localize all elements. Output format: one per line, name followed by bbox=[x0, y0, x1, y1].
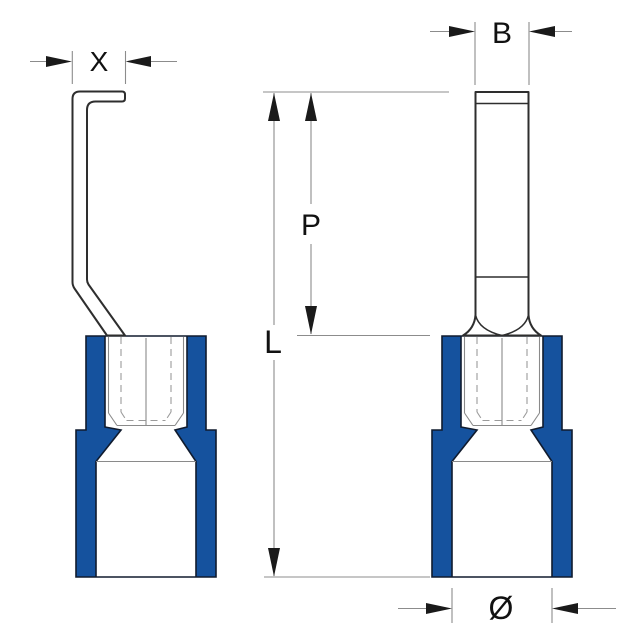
dimension-diameter: Ø bbox=[398, 588, 616, 626]
arrowhead-left-icon bbox=[125, 56, 151, 67]
arrowhead-down-icon bbox=[268, 548, 280, 577]
hook-blade bbox=[71, 90, 126, 337]
wire-bore-dashed-right bbox=[476, 337, 528, 422]
hook-blade-terminal-view: X bbox=[30, 46, 217, 578]
dimension-x: X bbox=[30, 46, 177, 84]
arrowhead-up-icon bbox=[305, 93, 317, 121]
crimp-barrel-lines-right bbox=[452, 337, 552, 463]
arrowhead-left-icon bbox=[552, 603, 578, 614]
crimp-barrel-lines-left bbox=[96, 337, 196, 463]
arrowhead-right-icon bbox=[449, 26, 475, 37]
dimension-label-l: L bbox=[264, 324, 282, 360]
dimension-label-diameter: Ø bbox=[489, 590, 514, 626]
arrowhead-left-icon bbox=[529, 26, 555, 37]
arrowhead-right-icon bbox=[426, 603, 452, 614]
insulation-sleeve-left bbox=[75, 335, 217, 578]
dimension-label-p: P bbox=[301, 209, 321, 242]
pin-terminal-view: B Ø bbox=[398, 17, 616, 626]
insulation-sleeve-right bbox=[431, 335, 573, 578]
pin-body bbox=[462, 91, 542, 337]
pin-cone-point bbox=[474, 314, 530, 337]
vertical-dimensions: P L bbox=[263, 91, 449, 578]
dimension-b: B bbox=[430, 17, 572, 85]
arrowhead-up-icon bbox=[268, 93, 280, 121]
pin bbox=[462, 91, 542, 337]
dimension-label-b: B bbox=[492, 17, 512, 50]
wire-bore-dashed-left bbox=[120, 337, 172, 422]
arrowhead-right-icon bbox=[46, 56, 72, 67]
arrowhead-down-icon bbox=[305, 306, 317, 335]
dimension-p: P bbox=[301, 93, 321, 335]
dimension-label-x: X bbox=[90, 46, 109, 77]
dimension-l: L bbox=[264, 93, 282, 577]
